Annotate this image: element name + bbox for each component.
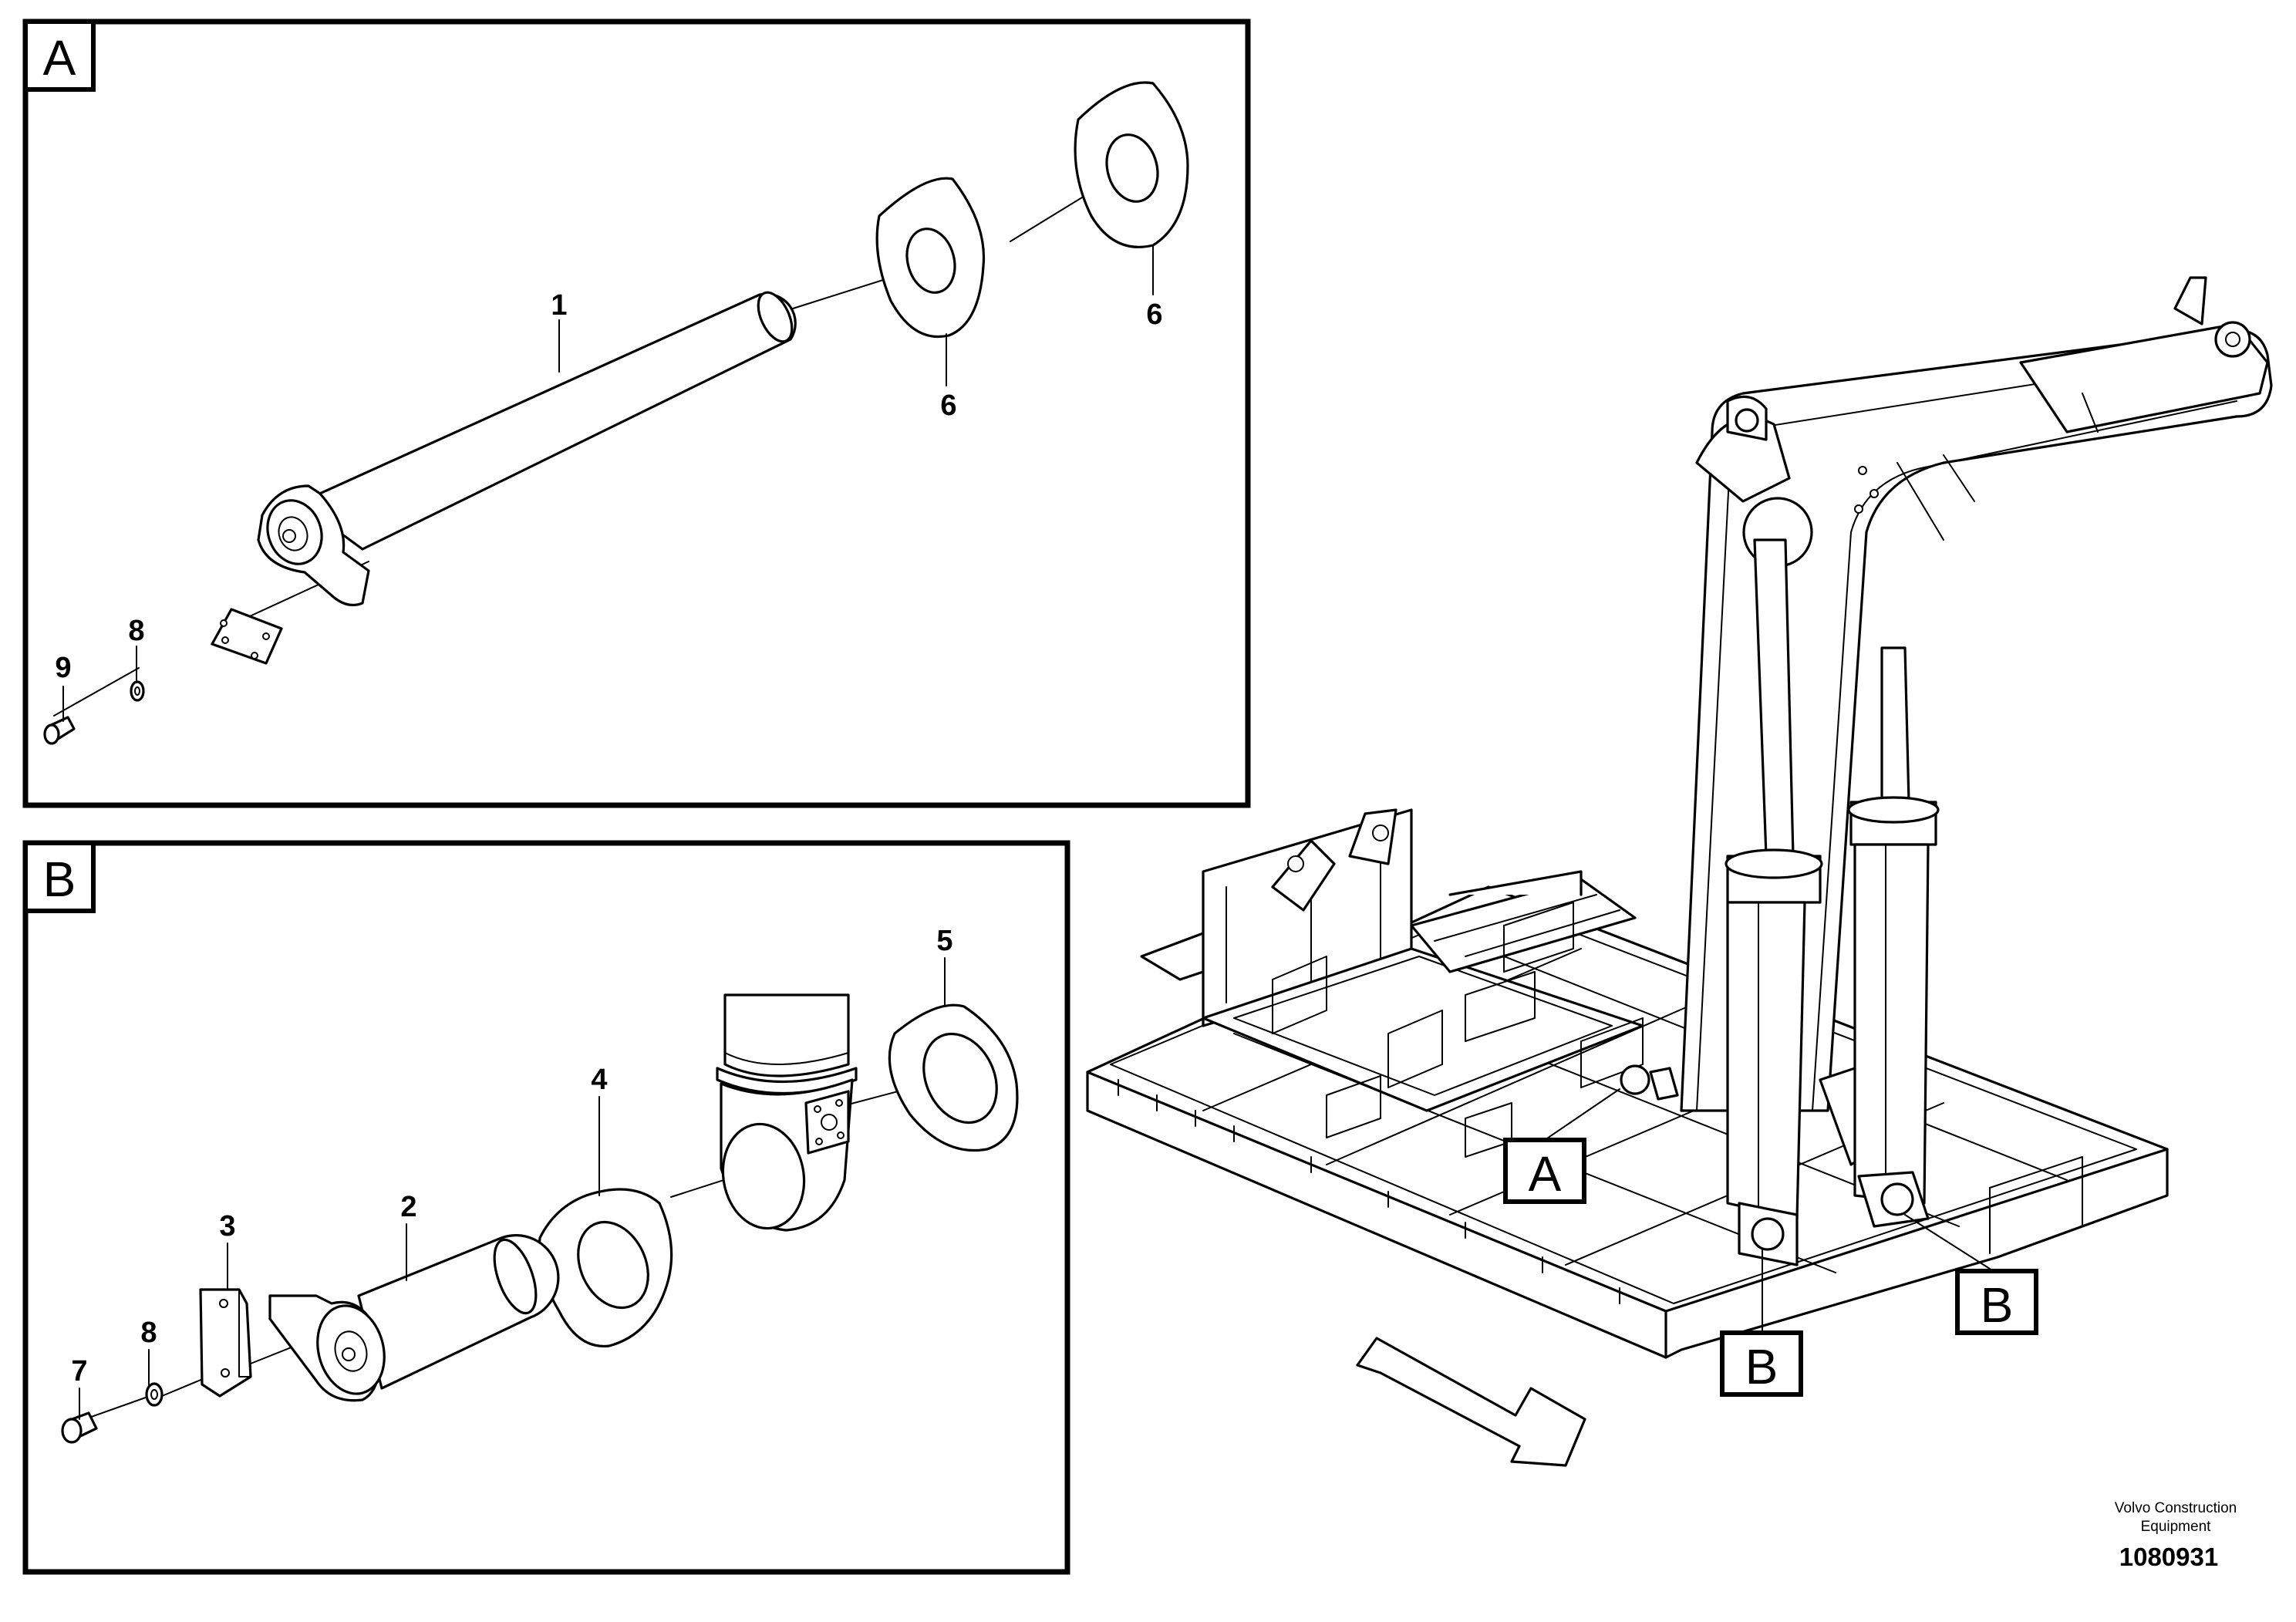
callout-8-b: 8 bbox=[140, 1317, 157, 1349]
callout-6-outer: 6 bbox=[1146, 298, 1162, 331]
footer-company-line-2: Equipment bbox=[2141, 1519, 2212, 1535]
washer-part-6-inner bbox=[875, 177, 986, 339]
drawing-number: 1080931 bbox=[2119, 1543, 2218, 1571]
pivot-point-a bbox=[1620, 1064, 1679, 1101]
callout-9: 9 bbox=[55, 652, 71, 684]
shim-part-4 bbox=[538, 1188, 673, 1348]
detail-panel-b: B bbox=[22, 840, 1070, 1575]
location-tag-a-label: A bbox=[1529, 1146, 1562, 1202]
washer-part-8-b bbox=[145, 1382, 164, 1407]
callout-5: 5 bbox=[936, 925, 952, 957]
boom-cylinder-right bbox=[1847, 646, 1940, 1228]
panel-b-frame bbox=[22, 840, 1070, 1575]
drawing-footer: Volvo Construction Equipment 1080931 bbox=[2115, 1500, 2237, 1571]
pin-part-2 bbox=[268, 1234, 560, 1402]
callout-1: 1 bbox=[551, 289, 567, 322]
screw-part-9-a bbox=[43, 716, 76, 745]
location-tag-a: A bbox=[1503, 1088, 1620, 1204]
detail-panel-a: A bbox=[22, 19, 1251, 808]
cylinder-rod-end bbox=[716, 993, 858, 1232]
location-tag-b-left: B bbox=[1720, 1249, 1803, 1397]
screw-part-7 bbox=[61, 1411, 98, 1444]
location-tag-b-right: B bbox=[1904, 1214, 2038, 1335]
panel-a-frame bbox=[22, 19, 1251, 808]
upper-structure bbox=[1140, 808, 1644, 1158]
lock-plate-a bbox=[211, 608, 283, 665]
panel-a-label: A bbox=[43, 30, 76, 86]
boom-cylinder-left bbox=[1725, 538, 1823, 1266]
callout-3: 3 bbox=[219, 1210, 235, 1243]
callout-7: 7 bbox=[71, 1355, 87, 1388]
callout-8-a: 8 bbox=[128, 615, 144, 647]
callout-2: 2 bbox=[400, 1191, 416, 1223]
footer-company-line-1: Volvo Construction bbox=[2115, 1500, 2237, 1516]
pin-part-1 bbox=[257, 291, 797, 606]
callout-6-inner: 6 bbox=[940, 389, 956, 422]
machine-overview: A B B bbox=[1086, 276, 2273, 1397]
washer-part-8-a bbox=[130, 680, 145, 702]
callout-4: 4 bbox=[591, 1064, 607, 1096]
lock-plate-part-3 bbox=[199, 1288, 252, 1398]
forward-direction-arrow bbox=[1356, 1337, 1586, 1467]
washer-part-6-outer bbox=[1074, 81, 1189, 248]
shim-part-5 bbox=[888, 1003, 1019, 1152]
panel-a-badge bbox=[23, 19, 96, 92]
location-tag-b-right-label: B bbox=[1981, 1277, 2014, 1333]
panel-b-badge bbox=[23, 841, 96, 913]
location-tag-b-left-label: B bbox=[1745, 1339, 1778, 1394]
panel-b-label: B bbox=[43, 851, 76, 907]
